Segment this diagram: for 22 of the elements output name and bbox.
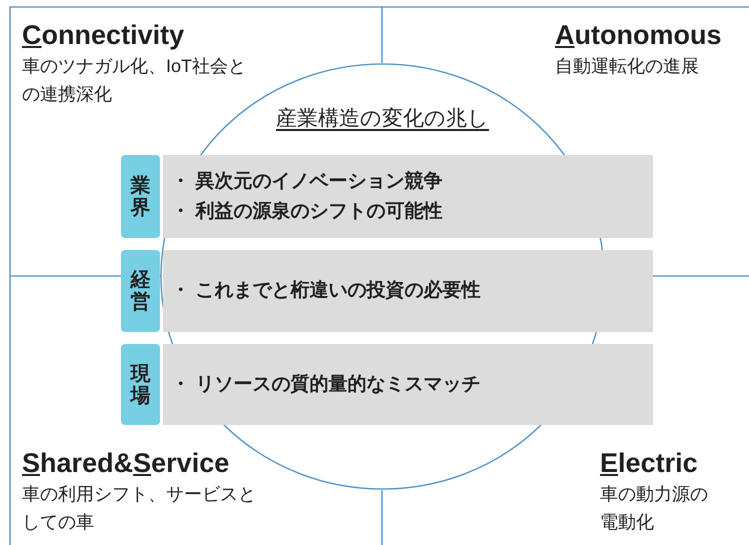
tab-label: 現場 xyxy=(130,362,150,406)
circle-title: 産業構造の変化の兆し xyxy=(276,106,489,132)
tab-label: 経営 xyxy=(130,269,150,313)
category-tab xyxy=(121,250,160,332)
quadrant-description: 車の利用シフト、サービスとしての車 xyxy=(22,483,257,534)
bullet-text: ・ リソースの質的量的なミスマッチ xyxy=(171,372,482,396)
quadrant-description: 車のツナガル化、IoT社会との連携深化 xyxy=(22,55,247,106)
quadrant-title: Electric xyxy=(600,447,699,480)
bullet-text: ・ 異次元のイノベーション競争 xyxy=(171,170,444,194)
quadrant-title: Connectivity xyxy=(22,19,186,52)
category-tab xyxy=(121,155,160,238)
content-panel xyxy=(163,344,653,425)
bullet-text: ・ 利益の源泉のシフトの可能性 xyxy=(171,200,444,224)
content-panel xyxy=(163,155,653,238)
content-panel xyxy=(163,250,653,332)
quadrant-description: 自動運転化の進展 xyxy=(555,55,700,78)
quadrant-description: 車の動力源の電動化 xyxy=(600,483,709,534)
quadrant-title: Autonomous xyxy=(555,19,723,52)
tab-label: 業界 xyxy=(130,174,150,218)
category-tab xyxy=(121,344,160,425)
quadrant-title: Shared&Service xyxy=(22,447,230,480)
bullet-text: ・ これまでと桁違いの投資の必要性 xyxy=(171,278,482,303)
